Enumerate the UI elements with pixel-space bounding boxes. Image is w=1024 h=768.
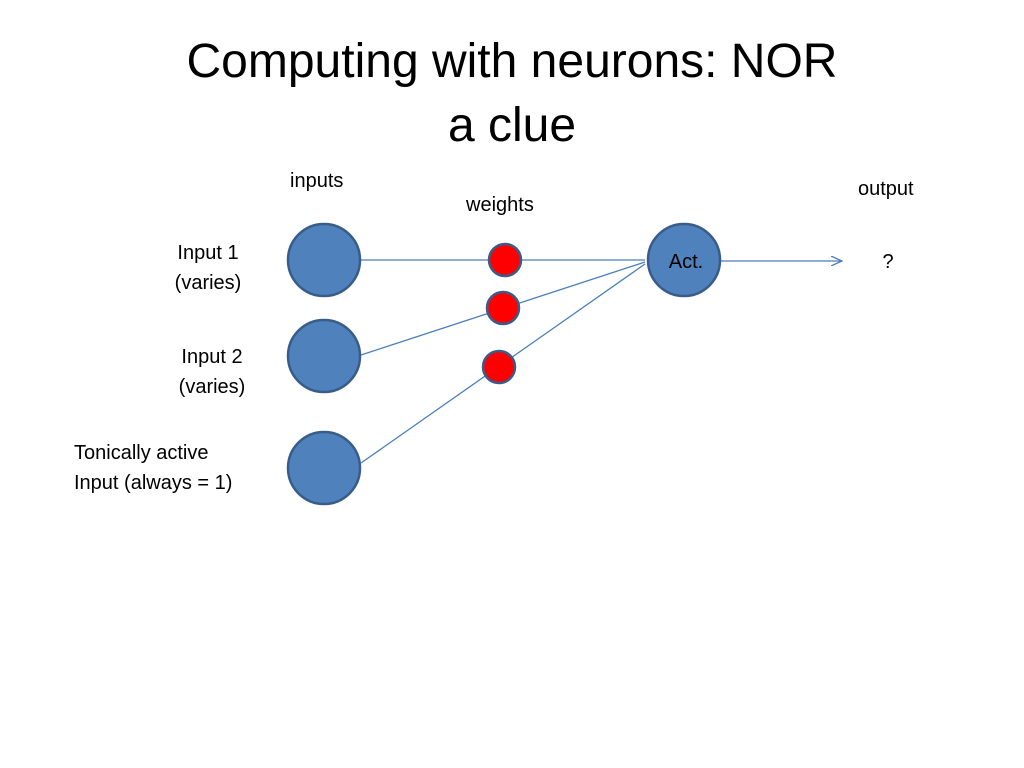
input-1-node [286, 222, 362, 298]
input-2-label: Input 2 (varies) [162, 342, 262, 402]
weights-header: weights [466, 194, 534, 216]
input-1-note: (varies) [174, 272, 242, 294]
input-1-name: Input 1 [177, 242, 239, 264]
activation-node [646, 222, 722, 298]
weight-2 [485, 290, 521, 326]
inputs-header: inputs [290, 170, 344, 192]
title-line-1: Computing with neurons: NOR [186, 35, 838, 88]
tonic-input-name: Tonically active [74, 442, 209, 464]
tonic-input-node [286, 430, 362, 506]
input-1-label: Input 1 (varies) [158, 238, 258, 298]
input-2-name: Input 2 [181, 346, 243, 368]
weight-1 [487, 242, 523, 278]
slide-title: Computing with neurons: NOR a clue [0, 30, 1024, 158]
title-line-2: a clue [447, 99, 577, 152]
activation-label: Act. [669, 251, 703, 273]
weight-3 [481, 349, 517, 385]
output-value: ? [882, 251, 893, 273]
tonic-input-note: Input (always = 1) [74, 472, 233, 494]
input-2-note: (varies) [178, 376, 246, 398]
input-2-node [286, 318, 362, 394]
output-header: output [858, 178, 914, 200]
tonic-input-label: Tonically active Input (always = 1) [74, 438, 232, 498]
